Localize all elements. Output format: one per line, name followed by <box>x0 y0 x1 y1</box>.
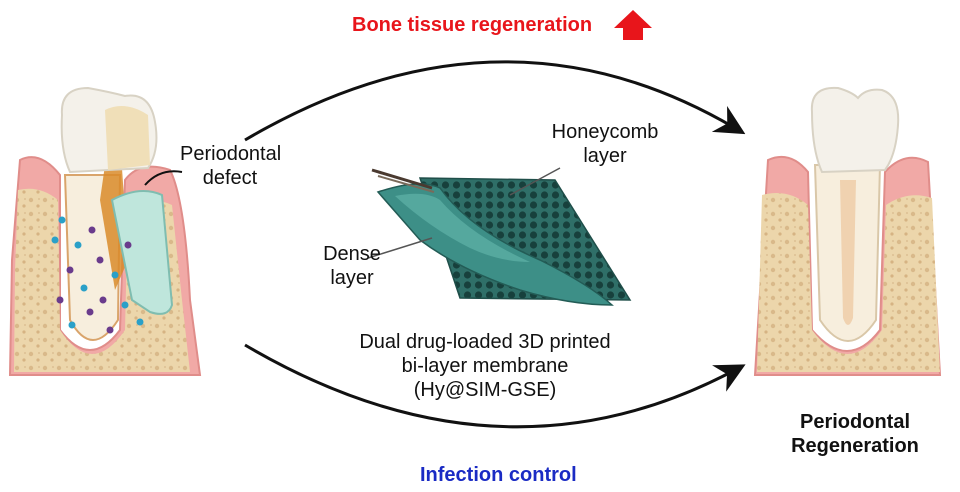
honeycomb-label-line1: Honeycomb <box>551 121 659 143</box>
applied-membrane <box>110 190 174 315</box>
bone-regeneration-label: Bone tissue regeneration <box>352 14 593 36</box>
left-crown-defect <box>105 106 150 170</box>
regenerated-tooth-illustration <box>753 86 942 376</box>
top-curved-arrow <box>244 60 746 142</box>
dense-label-line1: Dense <box>323 243 381 265</box>
membrane-label-line2: bi-layer membrane <box>401 355 569 377</box>
drug-particles <box>51 216 144 334</box>
defect-label-line1: Periodontal <box>180 143 282 165</box>
right-bone <box>757 192 940 372</box>
bilayer-membrane-illustration <box>367 167 632 306</box>
membrane-label-line1: Dual drug-loaded 3D printed <box>359 331 611 353</box>
dense-layer-label: Dense layer <box>312 242 392 290</box>
membrane-description-label: Dual drug-loaded 3D printed bi-layer mem… <box>345 330 625 402</box>
membrane-label-line3: (Hy@SIM-GSE) <box>413 379 557 401</box>
right-pulp <box>840 180 856 325</box>
periodontal-defect-label: Periodontal defect <box>180 142 282 190</box>
dense-layer-highlight <box>395 193 530 262</box>
defect-pointer <box>144 170 183 186</box>
right-crown <box>810 86 900 174</box>
honeycomb-label-line2: layer <box>583 145 627 167</box>
defect-tooth-illustration <box>8 86 202 376</box>
dense-label-line2: layer <box>330 267 374 289</box>
infection-control-label: Infection control <box>420 464 577 486</box>
honeycomb-layer-label: Honeycomb layer <box>540 120 670 168</box>
forceps <box>371 168 433 190</box>
up-arrow-icon <box>614 10 652 40</box>
result-label-line2: Regeneration <box>791 435 919 457</box>
result-label-line1: Periodontal <box>799 411 910 433</box>
defect-label-line2: defect <box>202 167 258 189</box>
bottom-curved-arrow <box>244 343 746 429</box>
dense-pointer <box>367 237 433 259</box>
periodontal-regeneration-label: Periodontal Regeneration <box>770 410 940 458</box>
honeycomb-pointer <box>509 167 561 196</box>
